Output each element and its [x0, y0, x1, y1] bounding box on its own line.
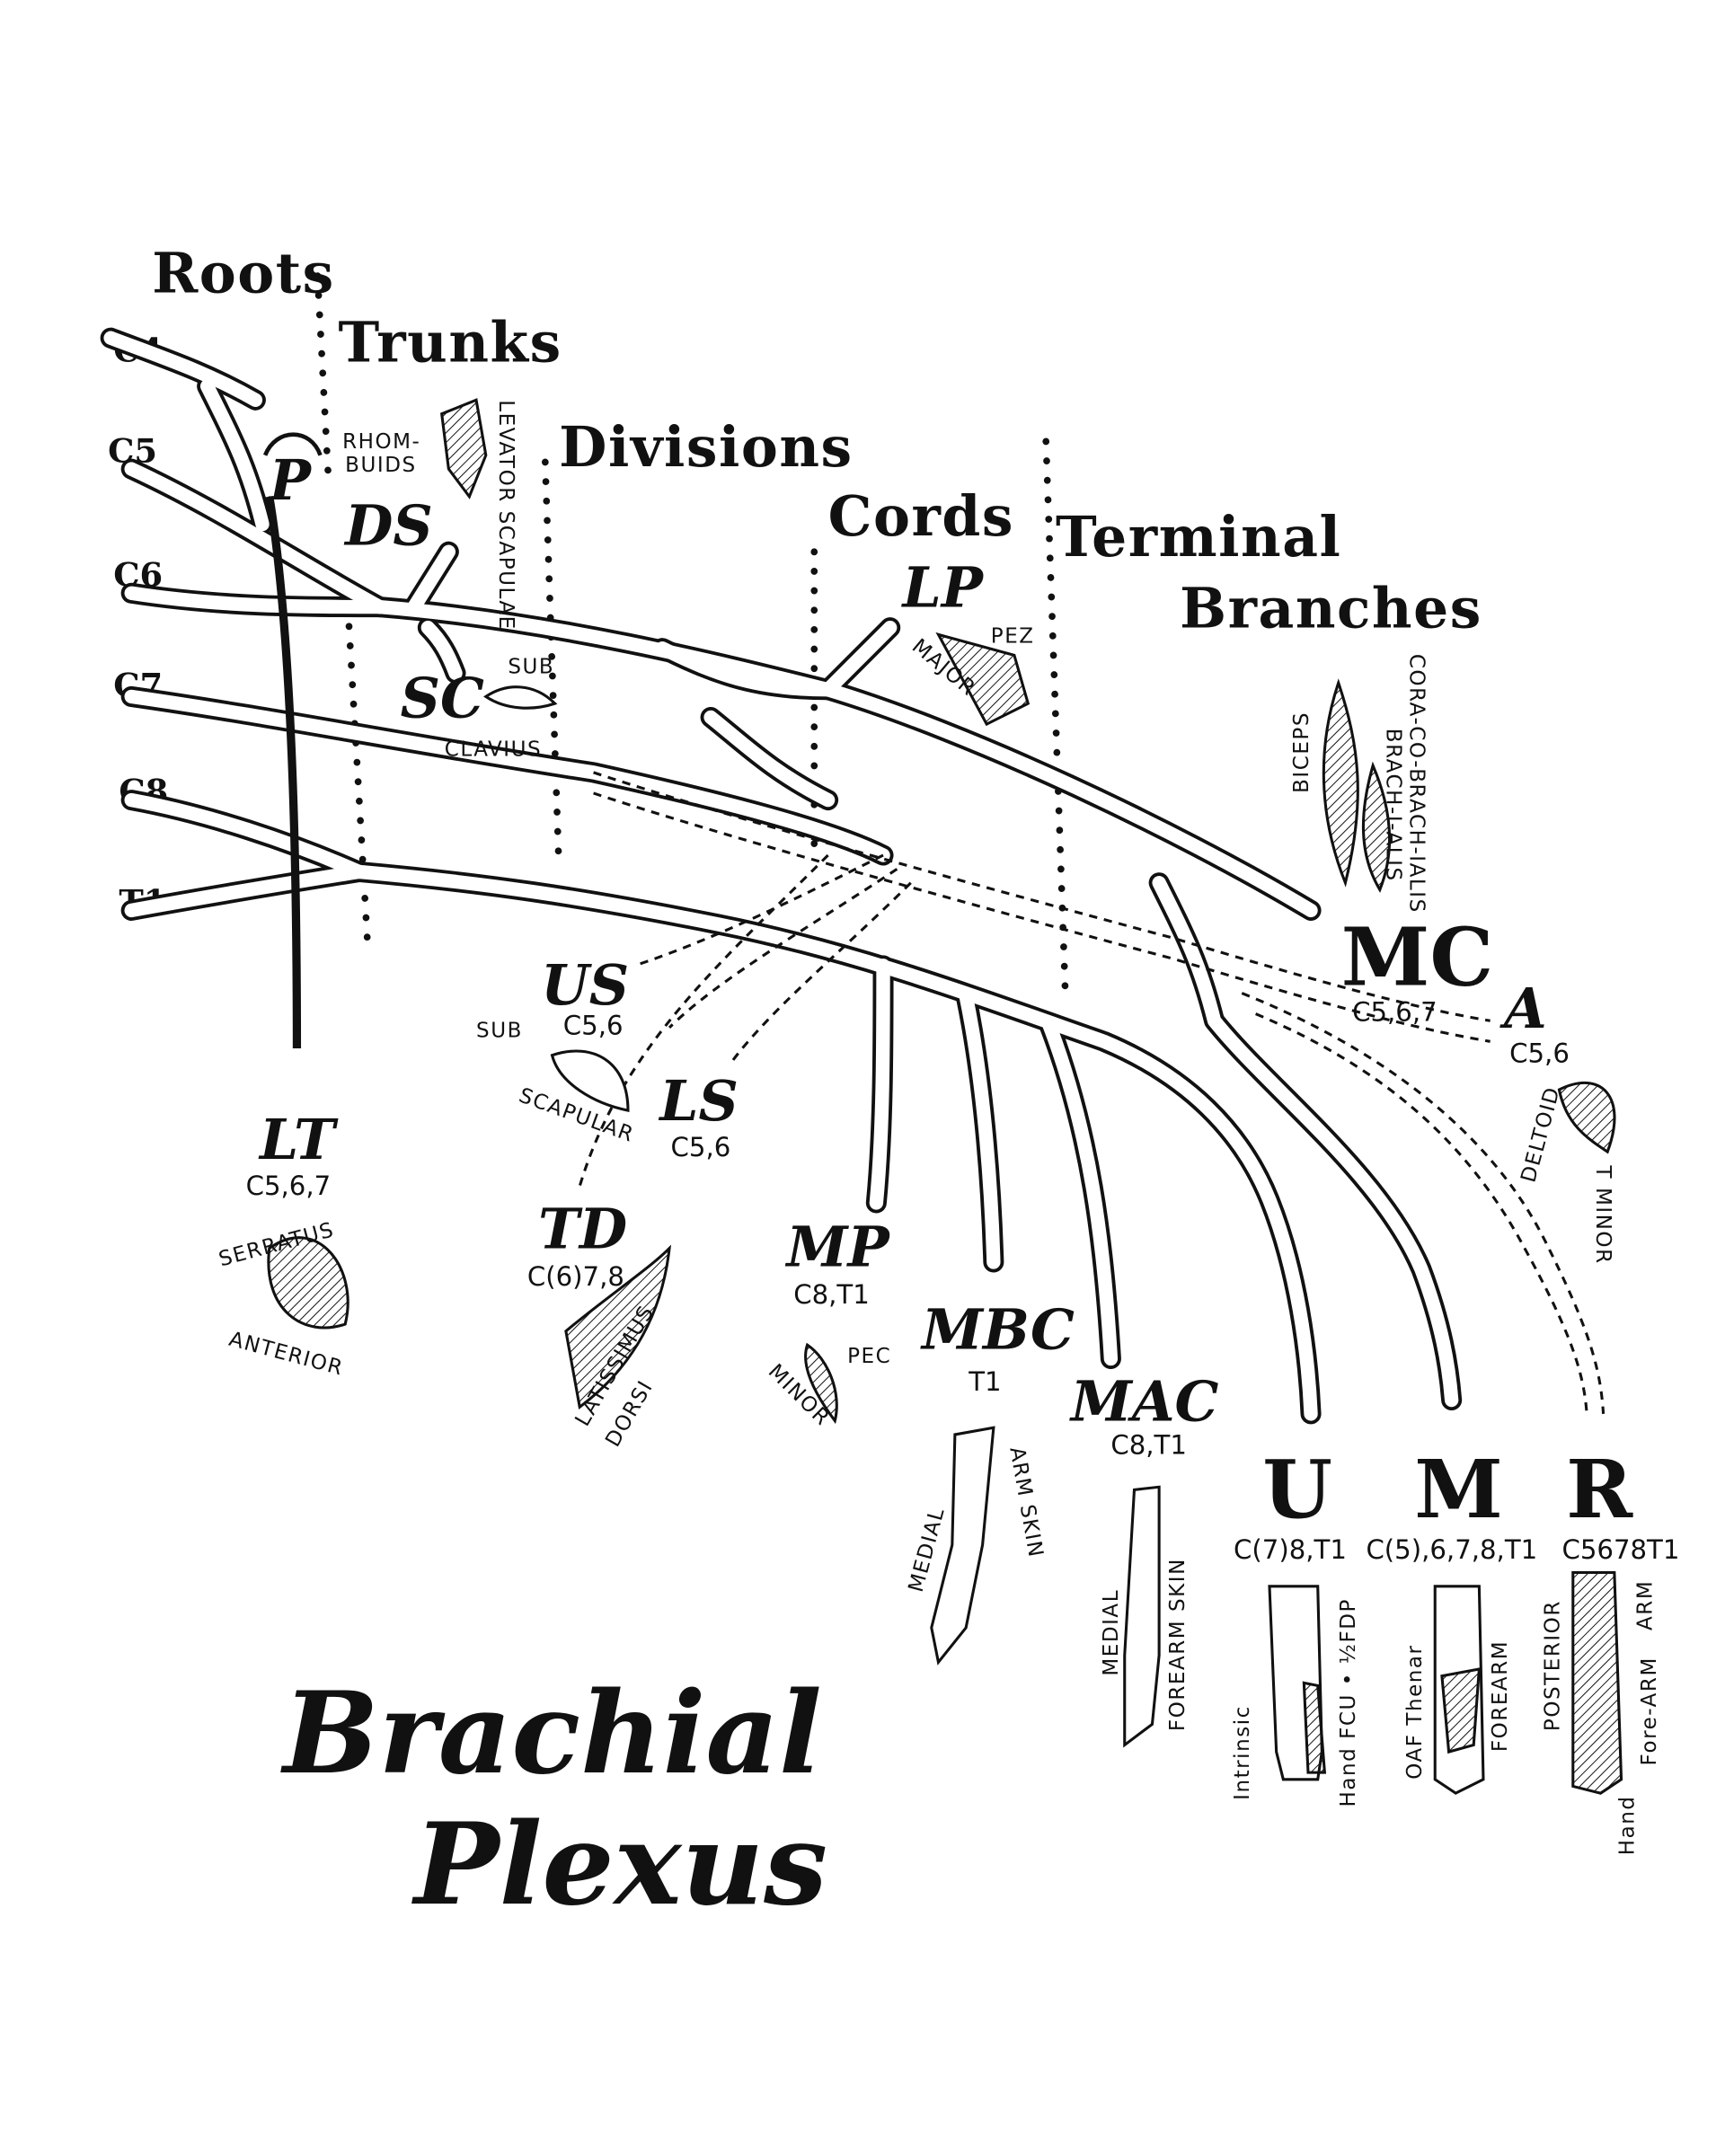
rhomboids-label: RHOM- — [342, 430, 420, 454]
biceps-muscle — [1322, 678, 1359, 888]
nerve-mbc-segments: T1 — [968, 1366, 1001, 1397]
teres-minor-label: T MINOR — [1591, 1165, 1614, 1265]
nerve-mc-label: MC — [1341, 910, 1493, 1004]
nerve-lt-label: LT — [258, 1108, 339, 1172]
subscapularis-muscle — [550, 1049, 630, 1112]
nerve-fill — [1152, 876, 1459, 1408]
subscapularis-label: SUB — [476, 1020, 523, 1043]
long-thoracic-nerve — [265, 496, 302, 1048]
subclavius-muscle — [483, 685, 558, 710]
pec-minor-label: PEC — [847, 1345, 891, 1368]
arm-sketch — [930, 1426, 995, 1666]
medial-forearm-label: MEDIAL — [1100, 1589, 1123, 1676]
title-line-2: Plexus — [411, 1798, 827, 1931]
intrinsic-label: Intrinsic — [1231, 1705, 1254, 1800]
nerve-us-label: US — [541, 953, 629, 1018]
nerve-ds-label: DS — [343, 494, 433, 559]
pec-major-muscle — [935, 632, 1031, 727]
nerve-ls-segments: C5,6 — [671, 1132, 731, 1162]
nerve-mac-label: MAC — [1069, 1370, 1219, 1435]
nerve-ls-label: LS — [658, 1069, 739, 1134]
rhomboid-muscle — [439, 398, 488, 499]
forearm-label-r: Fore-ARM — [1638, 1657, 1661, 1765]
nerve-fill — [420, 620, 463, 681]
nerve-fill — [703, 710, 836, 808]
nerve-fill — [655, 641, 836, 697]
posterior-cord — [578, 771, 1606, 1414]
nerve-fill — [124, 462, 387, 614]
phrenic-loop — [262, 432, 323, 456]
nerve-fill — [959, 988, 1001, 1269]
nerve-mbc-label: MBC — [920, 1298, 1075, 1363]
forearm-sketch — [1123, 1485, 1161, 1748]
nerve-r-label: R — [1566, 1443, 1633, 1537]
coracobrachialis-label: CORA-CO-BRACH-IALIS — [1405, 654, 1429, 914]
nerve-m-segments: C(5),6,7,8,T1 — [1366, 1534, 1537, 1565]
nerve-mp-label: MP — [785, 1215, 891, 1280]
nerve-network — [100, 327, 1463, 1425]
nerve-fill — [1041, 1016, 1119, 1366]
serratus-anterior-muscle — [267, 1236, 349, 1330]
nerve-fill — [124, 586, 387, 614]
nerve-u-label: U — [1262, 1443, 1332, 1537]
nerve-mc-segments: C5,6,7 — [1352, 996, 1438, 1027]
rhomboids-label-2: BUIDS — [345, 454, 416, 477]
nerve-mac-segments: C8,T1 — [1110, 1429, 1187, 1460]
header-cords: Cords — [828, 484, 1014, 549]
arm-label: ARM — [1633, 1580, 1657, 1630]
nerve-a-label: A — [1499, 976, 1547, 1041]
forearm-skin-label: FOREARM SKIN — [1166, 1558, 1190, 1731]
deltoid-label: DELTOID — [1517, 1084, 1564, 1185]
hand-fcu-fdp-label: Hand FCU • ½FDP — [1337, 1598, 1360, 1807]
brachialis-label: BRACH-I-ALIS — [1381, 729, 1404, 882]
median-muscle-shading — [1440, 1667, 1482, 1754]
nerve-td-segments: C(6)7,8 — [527, 1261, 624, 1292]
nerve-lt-segments: C5,6,7 — [246, 1171, 332, 1201]
posterior-label: POSTERIOR — [1541, 1600, 1564, 1731]
nerve-fill — [820, 620, 898, 697]
nerve-mp-segments: C8,T1 — [793, 1279, 870, 1310]
nerve-fill — [351, 864, 1318, 1421]
latissimus-dorsi-muscle — [564, 1244, 672, 1409]
oaf-thenar-label: OAF Thenar — [1403, 1644, 1427, 1779]
header-roots: Roots — [152, 242, 335, 306]
radial-arm-sketch — [1571, 1570, 1623, 1795]
subclavius-label: SUB — [508, 655, 554, 678]
nerve-r-segments: C5678T1 — [1562, 1534, 1680, 1565]
nerve-sc-label: SC — [401, 666, 484, 730]
nerve-p-label: P — [268, 448, 313, 513]
header-branches: Branches — [1180, 577, 1482, 641]
pec-major-label: PEZ — [991, 625, 1035, 649]
title-line-1: Brachial — [280, 1666, 822, 1799]
nerve-fill — [199, 379, 270, 532]
anterior-label: ANTERIOR — [226, 1328, 346, 1381]
brachialis-muscle — [1361, 761, 1392, 893]
biceps-label: BICEPS — [1290, 711, 1314, 793]
nerve-lp-label: LP — [901, 556, 985, 621]
nerve-fill — [124, 864, 367, 918]
nerve-a-segments: C5,6 — [1509, 1038, 1570, 1068]
header-terminal: Terminal — [1056, 505, 1341, 570]
levator-scapulae-label: LEVATOR SCAPULAE — [494, 400, 518, 630]
nerve-fill — [869, 959, 890, 1210]
nerve-fill — [407, 544, 456, 614]
nerve-fill — [124, 792, 367, 879]
header-divisions: Divisions — [559, 415, 853, 480]
nerve-us-segments: C5,6 — [563, 1011, 624, 1041]
deltoid-muscle — [1557, 1081, 1616, 1154]
nerve-u-segments: C(7)8,T1 — [1234, 1534, 1347, 1565]
section-dividers — [314, 272, 1069, 997]
nerve-m-label: M — [1414, 1443, 1503, 1537]
ulnar-muscle-shading — [1302, 1681, 1327, 1774]
arm-skin-label: ARM SKIN — [1004, 1445, 1047, 1560]
pec-minor-muscle — [804, 1342, 838, 1425]
nerve-fill — [124, 689, 890, 862]
subclavius-label-2: CLAVIUS — [445, 738, 542, 761]
nerve-td-label: TD — [538, 1197, 627, 1262]
nerve-fill — [103, 331, 263, 407]
hand-label: Hand — [1615, 1796, 1639, 1856]
header-trunks: Trunks — [339, 310, 562, 375]
forearm-label: FOREARM — [1489, 1640, 1512, 1752]
